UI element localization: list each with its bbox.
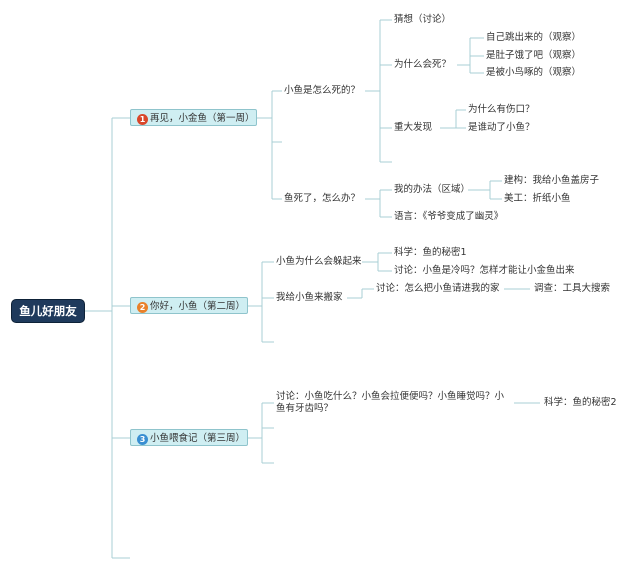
node-week3-discuss[interactable]: 讨论：小鱼吃什么？小鱼会拉便便吗？小鱼睡觉吗？小鱼有牙齿吗？: [276, 391, 505, 414]
node-move-discuss[interactable]: 讨论：怎么把小鱼请进我的家: [376, 283, 500, 294]
node-q1[interactable]: 小鱼是怎么死的？: [284, 85, 361, 96]
node-why-item-3[interactable]: 是被小鸟啄的（观察）: [486, 67, 582, 78]
priority-2-icon: 2: [137, 302, 148, 313]
node-why-item-1[interactable]: 自己跳出来的（观察）: [486, 32, 582, 43]
node-q2[interactable]: 鱼死了，怎么办？: [284, 193, 361, 204]
node-why[interactable]: 为什么会死？: [394, 59, 452, 70]
priority-1-icon: 1: [137, 114, 148, 125]
node-move[interactable]: 我给小鱼来搬家: [276, 292, 343, 303]
topic-week1-label: 再见，小金鱼（第一周）: [150, 113, 255, 124]
topic-week2-label: 你好，小鱼（第二周）: [150, 301, 246, 312]
node-week3-science[interactable]: 科学：鱼的秘密2: [544, 397, 617, 408]
node-move-survey[interactable]: 调查：工具大搜索: [534, 283, 611, 294]
node-method-item-1[interactable]: 建构：我给小鱼盖房子: [504, 175, 600, 186]
node-method-item-2[interactable]: 美工：折纸小鱼: [504, 193, 571, 204]
root-topic[interactable]: 鱼儿好朋友: [12, 300, 84, 322]
node-method[interactable]: 我的办法（区域）: [394, 184, 471, 195]
node-discovery-item-1[interactable]: 为什么有伤口？: [468, 104, 535, 115]
node-hide-item-1[interactable]: 科学：鱼的秘密1: [394, 247, 467, 258]
node-discovery-item-2[interactable]: 是谁动了小鱼？: [468, 122, 535, 133]
node-discovery[interactable]: 重大发现: [394, 122, 433, 133]
node-language[interactable]: 语言：《爷爷变成了幽灵》: [394, 211, 504, 222]
node-hide-item-2[interactable]: 讨论：小鱼是冷吗？怎样才能让小金鱼出来: [394, 265, 575, 276]
topic-week3-label: 小鱼喂食记（第三周）: [150, 433, 246, 444]
priority-3-icon: 3: [137, 434, 148, 445]
node-why-item-2[interactable]: 是肚子饿了吧（观察）: [486, 50, 582, 61]
node-guess[interactable]: 猜想（讨论）: [394, 14, 452, 25]
node-hide[interactable]: 小鱼为什么会躲起来: [276, 256, 362, 267]
